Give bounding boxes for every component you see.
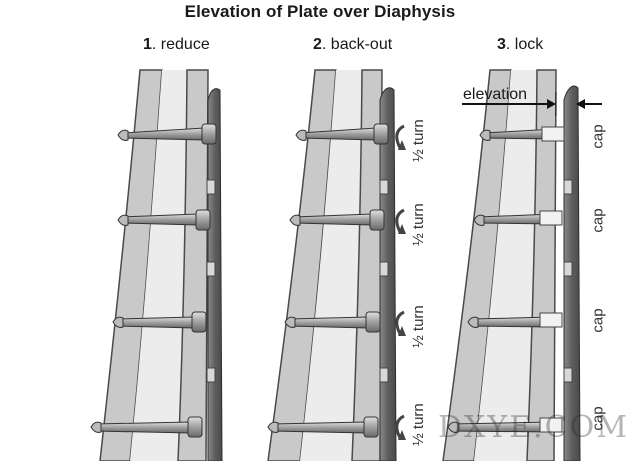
step-3-heading: 3. lock xyxy=(497,36,543,54)
screw xyxy=(473,210,563,226)
rotate-arrow-icon xyxy=(395,414,405,439)
plate-hole xyxy=(563,261,573,277)
step-1-heading: 1. reduce xyxy=(143,36,210,54)
rotate-arrow-icon xyxy=(395,124,405,149)
bone-marrow xyxy=(474,70,537,461)
arrowhead-icon xyxy=(398,430,406,440)
screw xyxy=(479,126,565,142)
step-1-number: 1 xyxy=(143,36,152,53)
watermark: DXYE.COM xyxy=(438,410,629,445)
locking-cap xyxy=(541,126,565,142)
bone-cortex-far xyxy=(526,69,557,461)
screw xyxy=(267,416,379,438)
arrowhead-icon xyxy=(576,99,585,109)
cap-label: cap xyxy=(589,208,607,233)
step-2-label: . back-out xyxy=(321,36,393,53)
step-3-label: . lock xyxy=(505,36,544,53)
locking-cap xyxy=(539,417,563,433)
panel-back-out xyxy=(267,69,406,461)
plate-hole xyxy=(206,261,216,277)
locking-cap xyxy=(539,312,563,328)
figure-title: Elevation of Plate over Diaphysis xyxy=(184,2,456,21)
screw xyxy=(284,311,381,333)
cap-label: cap xyxy=(589,124,607,149)
plate-hole xyxy=(379,179,389,195)
plate-hole xyxy=(379,367,389,383)
bone-cortex-near xyxy=(267,69,337,461)
step-2-heading: 2. back-out xyxy=(313,36,392,54)
screw xyxy=(90,416,203,438)
locking-cap xyxy=(539,210,563,226)
arrowhead-icon xyxy=(547,99,556,109)
bone-marrow xyxy=(300,70,362,461)
panel-lock xyxy=(442,69,602,461)
bone-cortex-near xyxy=(442,69,512,461)
cap-label: cap xyxy=(589,308,607,333)
plate-hole xyxy=(379,261,389,277)
half-turn-label: ½ turn xyxy=(409,203,427,246)
screw xyxy=(117,123,217,145)
step-2-number: 2 xyxy=(313,36,322,53)
screw xyxy=(467,312,563,328)
arrowhead-icon xyxy=(398,140,406,150)
plate-hole xyxy=(563,179,573,195)
half-turn-label: ½ turn xyxy=(409,119,427,162)
bone-cortex-near xyxy=(99,69,163,461)
bone-marrow xyxy=(130,70,187,461)
half-turn-label: ½ turn xyxy=(409,305,427,348)
plate-hole xyxy=(206,367,216,383)
plate-hole xyxy=(563,367,573,383)
arrowhead-icon xyxy=(398,326,406,336)
screw xyxy=(117,209,211,231)
screw xyxy=(295,123,389,145)
screw xyxy=(289,209,385,231)
rotate-arrow-icon xyxy=(395,310,405,335)
step-3-number: 3 xyxy=(497,36,506,53)
screw xyxy=(447,417,563,433)
arrowhead-icon xyxy=(398,224,406,234)
step-1-label: . reduce xyxy=(151,36,210,53)
rotate-arrow-icon xyxy=(395,208,405,233)
elevation-label: elevation xyxy=(463,86,528,103)
screw xyxy=(112,311,207,333)
half-turn-label: ½ turn xyxy=(409,403,427,446)
panel-reduce xyxy=(90,69,223,461)
plate-hole xyxy=(206,179,216,195)
